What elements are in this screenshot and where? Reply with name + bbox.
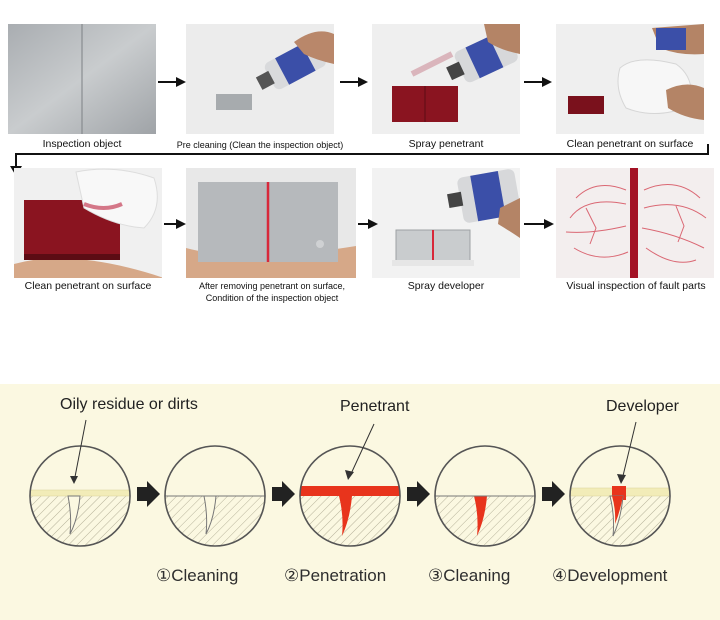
diagram-circle-cleaning-2	[434, 445, 536, 547]
diagram-circle-development	[569, 421, 671, 547]
callout-penetrant: Penetrant	[340, 398, 410, 415]
diagram-circle-initial	[29, 419, 131, 547]
arrow-right-icon	[524, 219, 554, 229]
block-arrow-icon	[137, 481, 160, 507]
block-arrow-icon	[407, 481, 430, 507]
diagram-circle-penetration	[299, 423, 401, 547]
caption-pre-cleaning: Pre cleaning (Clean the inspection objec…	[176, 140, 344, 150]
caption-spray-penetrant: Spray penetrant	[408, 138, 484, 150]
caption-after-removing-text: After removing penetrant on surface, Con…	[198, 281, 346, 303]
photo-inspection-object	[8, 24, 156, 134]
process-diagram-panel: Oily residue or dirts Penetrant Develope…	[0, 384, 720, 620]
caption-clean-penetrant-1: Clean penetrant on surface	[566, 138, 694, 150]
diagram-circle-cleaning	[164, 445, 266, 547]
arrow-right-icon	[164, 219, 186, 229]
photo-visual-inspection	[556, 168, 714, 278]
photo-clean-penetrant-1	[556, 24, 704, 134]
photo-spray-developer	[372, 168, 520, 278]
block-arrow-icon	[542, 481, 565, 507]
arrow-right-icon	[524, 77, 552, 87]
arrow-right-icon	[358, 219, 378, 229]
process-diagram	[29, 419, 671, 547]
photo-after-removing	[186, 168, 356, 278]
caption-spray-developer: Spray developer	[407, 280, 485, 292]
caption-after-removing: After removing penetrant on surface, Con…	[182, 280, 362, 304]
step-label-development: ④Development	[552, 566, 668, 585]
caption-clean-penetrant-2: Clean penetrant on surface	[24, 280, 152, 292]
callout-oily-residue: Oily residue or dirts	[60, 396, 198, 413]
arrow-right-icon	[340, 77, 368, 87]
step-label-cleaning-2: ③Cleaning	[428, 566, 511, 585]
caption-visual-inspection: Visual inspection of fault parts	[566, 280, 706, 292]
arrow-right-icon	[158, 77, 186, 87]
photo-pre-cleaning	[186, 24, 334, 134]
photo-clean-penetrant-2	[14, 168, 162, 278]
step-label-penetration: ②Penetration	[284, 566, 387, 585]
callout-developer: Developer	[606, 398, 679, 415]
caption-inspection-object: Inspection object	[42, 138, 122, 150]
block-arrow-icon	[272, 481, 295, 507]
step-label-cleaning: ①Cleaning	[156, 566, 239, 585]
photo-spray-penetrant	[372, 24, 520, 134]
